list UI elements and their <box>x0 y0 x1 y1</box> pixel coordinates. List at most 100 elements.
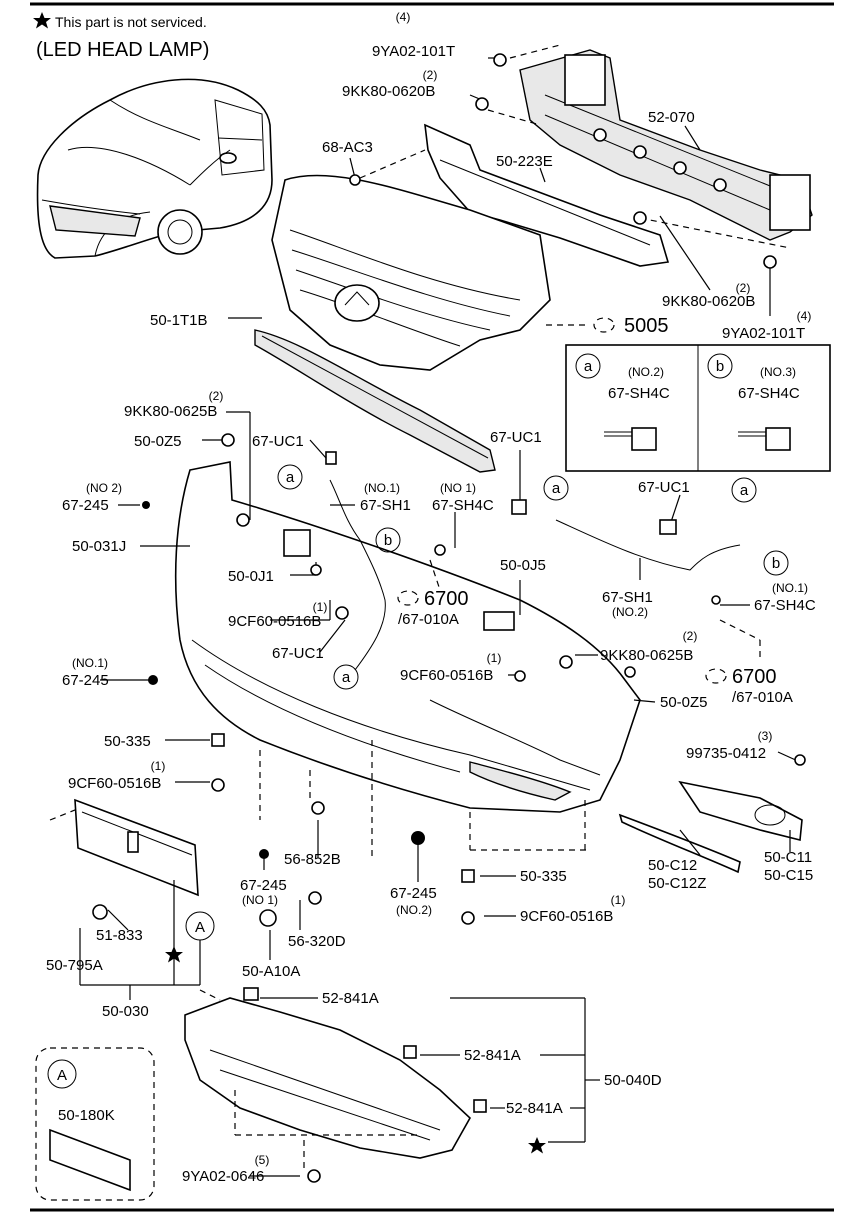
marker-a-circle <box>333 664 359 690</box>
part-number: 50-335 <box>520 868 567 885</box>
fasteners <box>92 53 806 1183</box>
bolt-icon <box>559 655 573 669</box>
part-number: 67-SH1 <box>602 589 653 606</box>
part-number: 67-SH4C <box>754 597 816 614</box>
grommet-icon <box>148 675 158 685</box>
marker-a-circle <box>277 464 303 490</box>
part-number: 67-UC1 <box>272 645 324 662</box>
part-number: 67-245 <box>62 672 109 689</box>
part-number: 67-UC1 <box>638 479 690 496</box>
part-number: 99735-0412 <box>686 745 766 762</box>
part-number: 50-C15 <box>764 867 813 884</box>
svg-text:b: b <box>772 555 780 572</box>
part-qty: (5) <box>255 1153 270 1167</box>
part-number: 67-UC1 <box>490 429 542 446</box>
part-qty: (NO 1) <box>440 481 476 495</box>
part-number: 67-UC1 <box>252 433 304 450</box>
cap-icon <box>92 904 108 920</box>
wiring-harness <box>329 479 741 671</box>
svg-text:A: A <box>195 919 205 936</box>
clip-b-icon <box>765 427 791 451</box>
clip-icon <box>434 544 446 556</box>
part-number: 9CF60-0516B <box>228 613 321 630</box>
nut-icon <box>349 174 361 186</box>
nut-icon <box>461 869 475 883</box>
circle-markers: a b a a a b A <box>185 464 789 941</box>
legend-b-letter: b <box>716 358 724 375</box>
bumper-reinforcement <box>519 49 813 241</box>
part-number: 50-C11 <box>764 849 812 866</box>
bolt-icon <box>236 513 250 527</box>
bolt-icon <box>633 211 647 225</box>
part-number: 50-1T1B <box>150 312 208 329</box>
not-serviced-note: This part is not serviced. <box>33 12 207 30</box>
part-number: 50-0Z5 <box>134 433 182 450</box>
part-number: 51-833 <box>96 927 143 944</box>
callout-6700-left: 6700 /67-010A <box>397 588 469 628</box>
marker-b-circle <box>375 527 401 553</box>
sensor-icon <box>511 499 527 515</box>
clip-icon <box>221 433 235 447</box>
fog-trim-strip <box>618 813 741 874</box>
bracket-icon <box>283 529 311 557</box>
star-icon <box>528 1137 546 1154</box>
clip-icon <box>624 666 636 678</box>
detail-a-part: 50-180K <box>58 1107 115 1124</box>
callout-6700-right: 6700 /67-010A <box>705 666 793 706</box>
svg-text:a: a <box>286 469 295 486</box>
clip-a-icon <box>631 427 657 451</box>
callout-5005: 5005 <box>546 315 669 337</box>
license-plate-bracket <box>74 798 199 897</box>
bolt-icon <box>514 670 526 682</box>
clip-icon <box>711 595 721 605</box>
energy-absorber <box>424 123 670 267</box>
svg-text:a: a <box>740 482 749 499</box>
legend-a-note: (NO.2) <box>628 365 664 379</box>
bolt-icon <box>461 911 475 925</box>
part-qty: (3) <box>758 729 773 743</box>
part-qty: (NO.1) <box>364 481 400 495</box>
legend-a-part: 67-SH4C <box>608 385 670 402</box>
callout-67010a-right-text: /67-010A <box>732 689 793 706</box>
part-number: 50-0Z5 <box>660 694 708 711</box>
legend-b-part: 67-SH4C <box>738 385 800 402</box>
bolt-icon <box>475 97 489 111</box>
grommet-icon <box>142 501 150 509</box>
part-number: 50-030 <box>102 1003 149 1020</box>
page-title: (LED HEAD LAMP) <box>36 39 209 61</box>
part-number: 50-040D <box>604 1072 662 1089</box>
dashed-guide-lines <box>49 44 791 1136</box>
part-number: 50-795A <box>46 957 103 974</box>
bolt-icon <box>307 1169 321 1183</box>
sensor-icon <box>335 606 349 620</box>
clip-icon <box>243 987 259 1001</box>
grommet-icon <box>411 831 425 845</box>
part-number: 52-841A <box>506 1100 563 1117</box>
marker-a-circle <box>731 477 757 503</box>
part-number: 50-031J <box>72 538 126 555</box>
sensor-icon <box>325 451 337 465</box>
part-number: 9KK80-0625B <box>600 647 693 664</box>
car-illustration <box>36 78 273 259</box>
part-number: 9CF60-0516B <box>400 667 493 684</box>
fog-bezel <box>678 780 803 842</box>
legend-b-note: (NO.3) <box>760 365 796 379</box>
marker-b-circle <box>763 550 789 576</box>
part-qty: (4) <box>797 309 812 323</box>
part-qty: (1) <box>487 651 502 665</box>
sensor-icon <box>659 519 677 535</box>
part-number: 9KK80-0620B <box>342 83 435 100</box>
part-number: 67-245 <box>62 497 109 514</box>
legend-a-letter: a <box>584 358 593 375</box>
detail-a-box: A 50-180K <box>35 1047 155 1201</box>
nut-icon <box>211 733 225 747</box>
part-qty: (1) <box>151 759 166 773</box>
part-number: 9KK80-0625B <box>124 403 217 420</box>
part-number: 9YA02-0646 <box>182 1168 264 1185</box>
part-qty: (NO.1) <box>772 581 808 595</box>
detail-a-letter: A <box>57 1067 67 1084</box>
bracket-icon <box>483 611 515 631</box>
part-number: 50-223E <box>496 153 553 170</box>
part-number: 67-SH1 <box>360 497 411 514</box>
